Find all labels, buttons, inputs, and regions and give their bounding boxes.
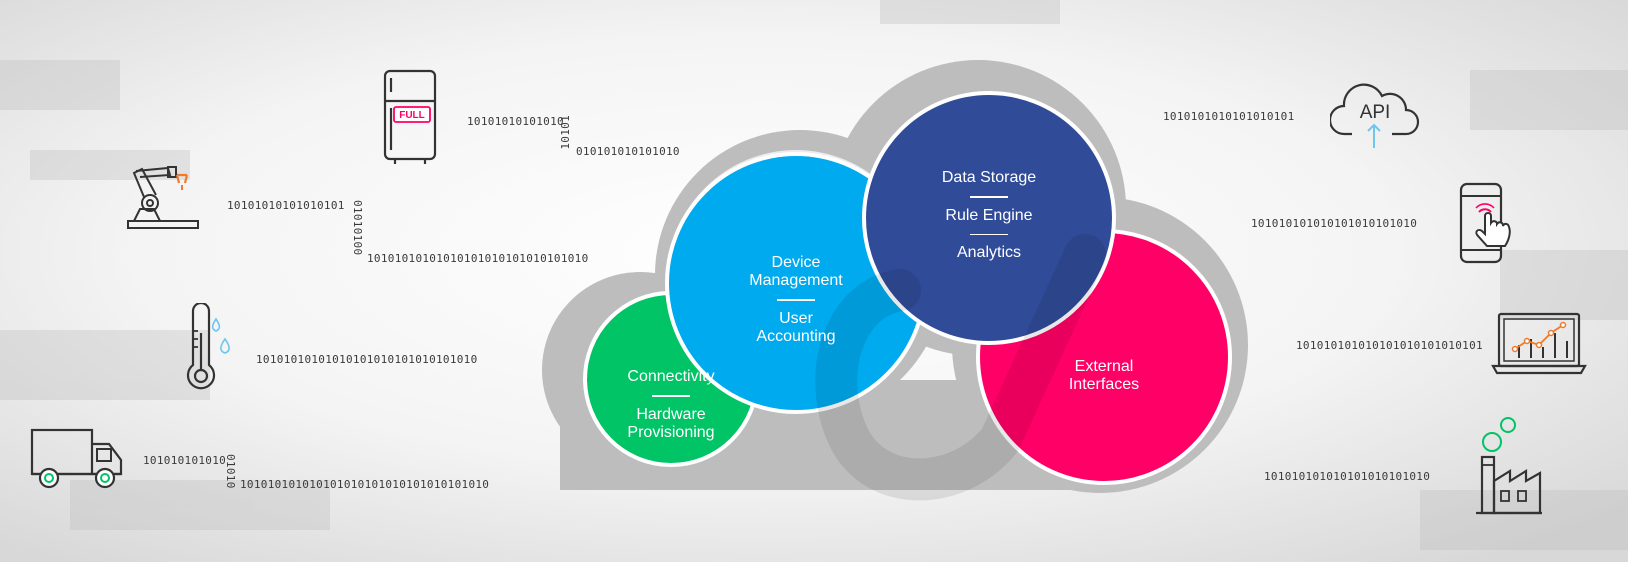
- truck-icon: [30, 428, 123, 489]
- separator: [652, 395, 690, 397]
- fridge-icon: [383, 69, 437, 164]
- user-label: User: [779, 309, 813, 327]
- connectivity-title: Connectivity: [627, 368, 715, 385]
- binary-robot-1: 10101010101010101: [227, 199, 345, 212]
- provisioning-label: Provisioning: [627, 423, 715, 441]
- binary-truck-2: 101010101010101010101010101010101010: [240, 478, 490, 491]
- binary-fridge-vertical: 10101: [559, 115, 572, 150]
- device-management-label: Device Management User Accounting: [716, 254, 876, 346]
- binary-fridge-1: 10101010101010: [467, 115, 564, 128]
- binary-fridge-2: 010101010101010: [576, 145, 680, 158]
- separator: [777, 299, 815, 301]
- robotic-arm-icon: [127, 166, 199, 229]
- smartphone-touch-icon: [1459, 182, 1511, 264]
- data-storage-circle: [862, 91, 1116, 345]
- binary-api: 1010101010101010101: [1163, 110, 1295, 123]
- binary-laptop: 101010101010101010101010101: [1296, 339, 1483, 352]
- hardware-label: Hardware: [636, 405, 706, 423]
- binary-truck-vertical: 01010: [224, 454, 237, 489]
- binary-thermometer: 10101010101010101010101010101010: [256, 353, 478, 366]
- binary-phone: 101010101010101010101010: [1251, 217, 1418, 230]
- separator: [970, 196, 1008, 198]
- binary-robot-2: 10101010101010101010101010101010: [367, 252, 589, 265]
- separator: [970, 233, 1008, 235]
- data-storage-label: Data Storage Rule Engine Analytics: [904, 169, 1074, 262]
- binary-robot-vertical: 01010100: [351, 200, 364, 256]
- management-title: Management: [749, 272, 843, 289]
- connectivity-label: Connectivity Hardware Provisioning: [591, 368, 751, 442]
- api-cloud-icon: [1330, 83, 1420, 148]
- thermometer-icon: [186, 303, 230, 390]
- device-title: Device: [771, 254, 821, 271]
- laptop-analytics-icon: [1491, 312, 1587, 375]
- analytics-label: Analytics: [956, 244, 1022, 261]
- accounting-label: Accounting: [756, 327, 836, 345]
- data-storage-title: Data Storage: [941, 169, 1037, 186]
- rule-engine-label: Rule Engine: [945, 206, 1033, 224]
- interfaces-title: Interfaces: [1068, 376, 1140, 393]
- binary-truck-1: 101010101010: [143, 454, 227, 467]
- logo-watermark: [815, 234, 1106, 501]
- binary-factory: 101010101010101010101010: [1264, 470, 1431, 483]
- factory-icon: [1476, 417, 1542, 515]
- external-interfaces-label: External Interfaces: [1024, 358, 1184, 394]
- fridge-full-badge: FULL: [399, 110, 425, 121]
- api-label: API: [1359, 102, 1391, 123]
- external-title: External: [1074, 358, 1134, 375]
